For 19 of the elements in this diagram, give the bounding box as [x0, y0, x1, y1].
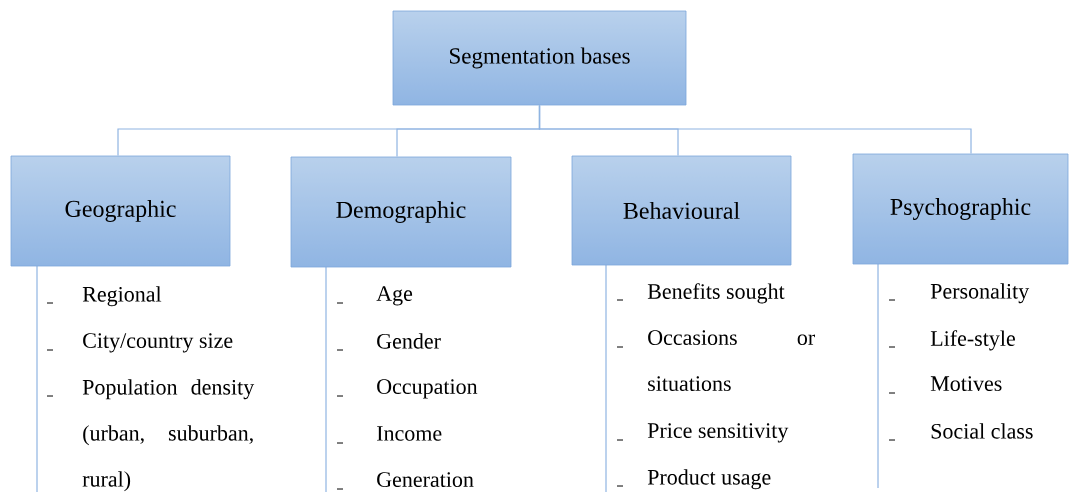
connector: [538, 104, 972, 155]
category-box: Psychographic: [852, 153, 1069, 265]
list-item: Price sensitivity: [647, 423, 789, 443]
list-item: Generation: [377, 472, 474, 487]
category-box: Demographic: [290, 156, 512, 268]
list-item: Social class: [931, 423, 1033, 439]
list-item: Population density (urban, suburban, rural): [82, 379, 255, 492]
title-box: Segmentation bases: [392, 10, 687, 106]
list-item: Gender: [377, 333, 441, 349]
category-box: Behavioural: [571, 155, 792, 266]
list-item: Occupation: [377, 379, 478, 399]
list-item: Product usage: [647, 469, 771, 490]
category-box: Geographic: [10, 155, 231, 267]
list-item: Regional: [82, 286, 162, 307]
list-item: Life-style: [930, 330, 1015, 351]
list-item: Occasions or situations: [648, 330, 815, 391]
list-item: Income: [377, 426, 442, 441]
list-item: City/country size: [83, 333, 233, 353]
list-item: Motives: [930, 376, 1002, 391]
